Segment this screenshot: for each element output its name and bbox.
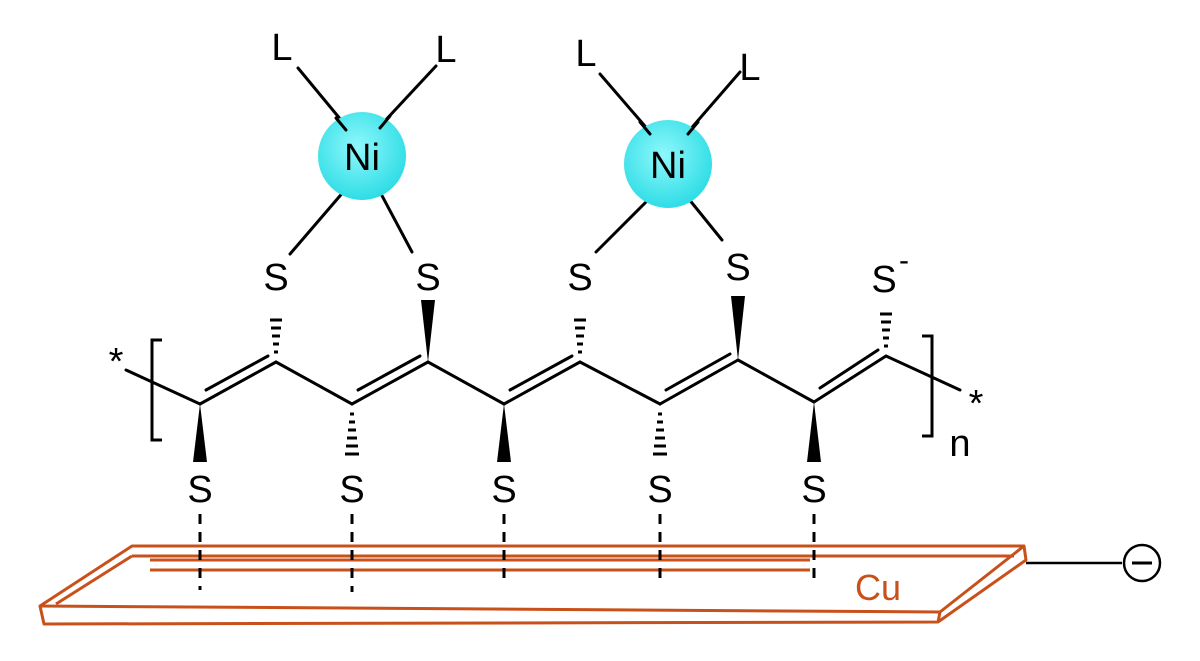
sulfur-label-lower-2: S — [339, 469, 364, 511]
nickel-atom-1 — [318, 112, 406, 200]
ni-bond-overlays — [334, 114, 700, 136]
nickel-atom-2 — [624, 120, 712, 208]
sulfur-label-upper-3: S — [567, 257, 592, 299]
right-bracket — [922, 334, 934, 438]
ligand-label-2: L — [435, 29, 456, 71]
nickel-label-2: Ni — [650, 145, 686, 187]
repeat-brackets — [150, 334, 934, 442]
sulfur-label-upper-4: S — [725, 247, 750, 289]
hashed-bonds-up — [270, 312, 892, 354]
polymer-backbone — [124, 348, 962, 406]
ligand-label-3: L — [575, 33, 596, 75]
ligand-label-4: L — [739, 47, 760, 89]
hashed-bonds-down — [345, 412, 667, 456]
sulfur-label-lower-3: S — [491, 469, 516, 511]
electrode-inner-edge — [55, 554, 133, 606]
electrode-front-edge — [38, 605, 942, 626]
s-cu-dashed-bonds — [198, 514, 816, 592]
copper-label: Cu — [855, 567, 901, 608]
wedge-bonds-down — [193, 402, 821, 462]
left-bracket — [150, 338, 162, 442]
sulfur-label-upper-2: S — [415, 257, 440, 299]
wedge-bonds-up — [421, 296, 745, 362]
copper-electrode — [38, 544, 1028, 626]
electrode-right-edge — [937, 545, 1028, 624]
end-group-right: * — [969, 383, 984, 425]
end-group-left: * — [109, 341, 124, 383]
anion-charge-label: - — [899, 244, 909, 277]
sulfur-anion-label: S — [871, 259, 896, 301]
ligand-label-1: L — [271, 27, 292, 69]
nickel-label-1: Ni — [344, 137, 380, 179]
repeat-unit-label: n — [949, 423, 970, 465]
sulfur-label-upper-1: S — [263, 257, 288, 299]
sulfur-label-lower-1: S — [187, 469, 212, 511]
sulfur-label-lower-5: S — [801, 469, 826, 511]
sulfur-label-lower-4: S — [647, 469, 672, 511]
